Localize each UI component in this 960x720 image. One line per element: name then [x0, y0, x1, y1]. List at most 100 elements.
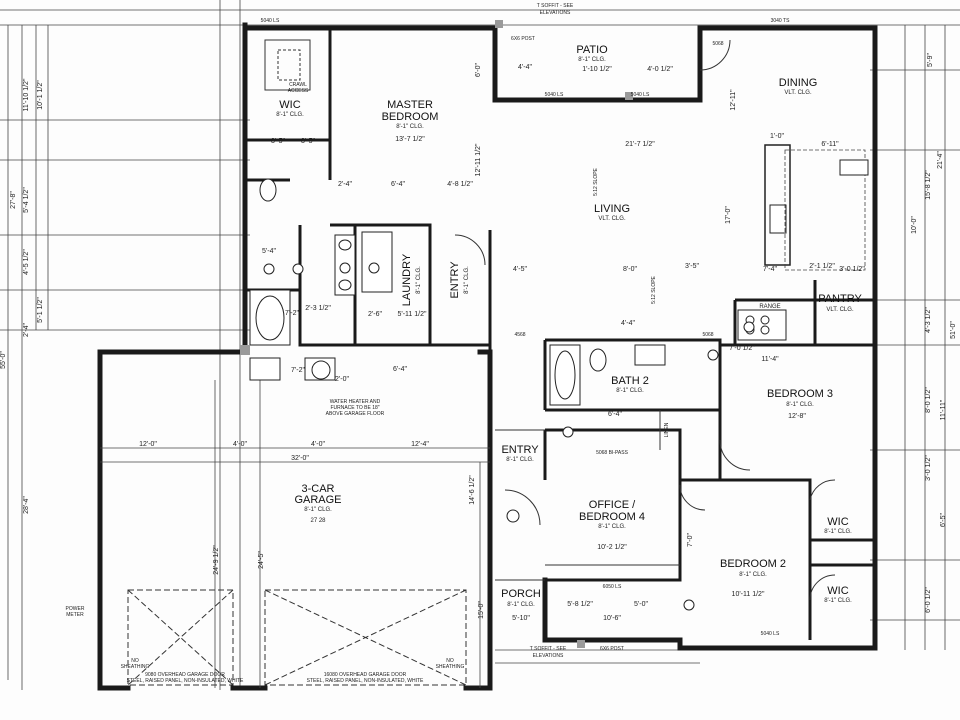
linen-label: LINEN [664, 422, 670, 437]
slope-note-1: 5:12 SLOPE [593, 167, 599, 195]
svg-text:24'-9 1/2": 24'-9 1/2" [213, 545, 220, 575]
power-meter-note-2: METER [66, 612, 84, 618]
svg-text:7'-2": 7'-2" [285, 310, 299, 317]
svg-text:5040 LS: 5040 LS [261, 18, 280, 24]
svg-text:4'-0": 4'-0" [311, 441, 325, 448]
svg-text:2'-4": 2'-4" [23, 323, 30, 337]
wic3-ceiling: 8'-1" CLG. [824, 598, 852, 604]
tag-markers [263, 262, 755, 611]
water-heater-note: WATER HEATER AND [330, 399, 381, 405]
power-meter-note: POWER [66, 606, 85, 612]
room-labels: MASTER BEDROOM 8'-1" CLG. WIC 8'-1" CLG.… [276, 44, 862, 608]
svg-text:5'-4 1/2": 5'-4 1/2" [23, 187, 30, 213]
svg-text:5040 LS: 5040 LS [761, 631, 780, 637]
svg-text:51'-0": 51'-0" [950, 321, 957, 339]
bedroom2-label: BEDROOM 2 [720, 558, 786, 570]
svg-text:6'-0": 6'-0" [475, 63, 482, 77]
vertical-dimension-labels: 27'-8" 11'-10 1/2" 10'-1 1/2" 5'-4 1/2" … [0, 53, 957, 619]
post-bottom-note: 6X6 POST [600, 646, 624, 652]
garage-walls [97, 349, 493, 691]
svg-text:5040 LS: 5040 LS [631, 92, 650, 98]
svg-text:55'-0": 55'-0" [0, 351, 7, 369]
svg-text:2'-1 1/2": 2'-1 1/2" [809, 263, 835, 270]
dining-ceiling: VLT. CLG. [784, 90, 812, 96]
water-heater-note-3: ABOVE GARAGE FLOOR [326, 411, 385, 417]
post-garage [240, 345, 250, 355]
water-heater-note-2: FURNACE TO BE 18" [330, 405, 379, 411]
svg-text:5068: 5068 [702, 332, 713, 338]
master-bedroom-label: MASTER [387, 99, 433, 111]
crawl-access-note: CRAWL [289, 82, 307, 88]
svg-text:5'-0": 5'-0" [634, 601, 648, 608]
svg-text:1'-10 1/2": 1'-10 1/2" [582, 66, 612, 73]
svg-text:4'-5 1/2": 4'-5 1/2" [23, 249, 30, 275]
svg-text:6'-11": 6'-11" [821, 141, 839, 148]
svg-text:21'-7 1/2": 21'-7 1/2" [625, 141, 655, 148]
office-ceiling: 8'-1" CLG. [598, 524, 626, 530]
svg-text:2'-3 1/2": 2'-3 1/2" [305, 305, 331, 312]
office-label: OFFICE / [589, 499, 636, 511]
garage-label: 3-CAR [301, 483, 334, 495]
patio-ceiling: 8'-1" CLG. [578, 57, 606, 63]
bath2-ceiling: 8'-1" CLG. [616, 388, 644, 394]
svg-text:4568: 4568 [514, 332, 525, 338]
svg-text:3040 TS: 3040 TS [771, 18, 790, 24]
svg-text:15'-0": 15'-0" [478, 601, 485, 619]
entry-laundry-label: ENTRY [449, 261, 461, 299]
svg-text:7'-2": 7'-2" [291, 367, 305, 374]
svg-text:2'-4": 2'-4" [338, 181, 352, 188]
svg-text:5'-11 1/2": 5'-11 1/2" [398, 311, 428, 318]
dining-label: DINING [779, 77, 818, 89]
porch-ceiling: 8'-1" CLG. [507, 602, 535, 608]
svg-text:32'-0": 32'-0" [291, 455, 309, 462]
bedroom2-ceiling: 8'-1" CLG. [739, 572, 767, 578]
soffit-bottom-note: T SOFFIT - SEE [530, 646, 567, 652]
laundry-label: LAUNDRY [401, 253, 413, 306]
office-label-2: BEDROOM 4 [579, 511, 645, 523]
svg-text:4'-0": 4'-0" [233, 441, 247, 448]
svg-text:10'-2 1/2": 10'-2 1/2" [597, 544, 627, 551]
svg-text:11'-11": 11'-11" [940, 399, 947, 420]
svg-text:4'-8 1/2": 4'-8 1/2" [447, 181, 473, 188]
wic-master-ceiling: 8'-1" CLG. [276, 112, 304, 118]
svg-text:5'-1 1/2": 5'-1 1/2" [37, 297, 44, 323]
entry-laundry-ceiling: 8'-1" CLG. [464, 266, 470, 294]
svg-text:3'-0 1/2": 3'-0 1/2" [839, 266, 865, 273]
svg-text:12'-11": 12'-11" [730, 89, 737, 111]
bi-pass-note: 5068 BI-PASS [596, 450, 629, 456]
svg-text:28'-4": 28'-4" [23, 496, 30, 514]
svg-text:6'-5": 6'-5" [940, 513, 947, 527]
garage-door-right-note: 16080 OVERHEAD GARAGE DOOR [324, 672, 407, 678]
svg-text:2'-0": 2'-0" [335, 376, 349, 383]
svg-text:13'-7 1/2": 13'-7 1/2" [395, 136, 425, 143]
garage-door-left-note: 9080 OVERHEAD GARAGE DOOR [145, 672, 225, 678]
porch-label: PORCH [501, 588, 541, 600]
svg-text:15'-8 1/2": 15'-8 1/2" [925, 170, 932, 200]
svg-text:6'-4": 6'-4" [391, 181, 405, 188]
svg-text:3'-5": 3'-5" [301, 138, 315, 145]
wic-master-label: WIC [279, 99, 300, 111]
wic3-label: WIC [827, 585, 848, 597]
pantry-ceiling: VLT. CLG. [826, 307, 854, 313]
svg-text:12'-0": 12'-0" [139, 441, 157, 448]
svg-text:5'-10": 5'-10" [512, 615, 530, 622]
patio-label: PATIO [576, 44, 608, 56]
laundry-ceiling: 8'-1" CLG. [416, 266, 422, 294]
svg-text:21'-4": 21'-4" [937, 151, 944, 169]
svg-text:4'-4": 4'-4" [621, 320, 635, 327]
no-sheathing-right-2: SHEATHING [436, 664, 465, 670]
svg-text:12'-4": 12'-4" [411, 441, 429, 448]
svg-text:6'-4": 6'-4" [608, 411, 622, 418]
svg-text:10'-0": 10'-0" [911, 216, 918, 234]
soffit-top-note: T SOFFIT - SEE [537, 3, 574, 9]
svg-text:7'-0": 7'-0" [687, 533, 694, 547]
pantry-label: PANTRY [818, 293, 862, 305]
svg-text:5040 LS: 5040 LS [545, 92, 564, 98]
door-swings [454, 39, 836, 601]
no-sheathing-right: NO [446, 658, 454, 664]
svg-text:8'-0": 8'-0" [623, 266, 637, 273]
master-bedroom-label-2: BEDROOM [382, 111, 439, 123]
post-bottom [577, 640, 585, 648]
